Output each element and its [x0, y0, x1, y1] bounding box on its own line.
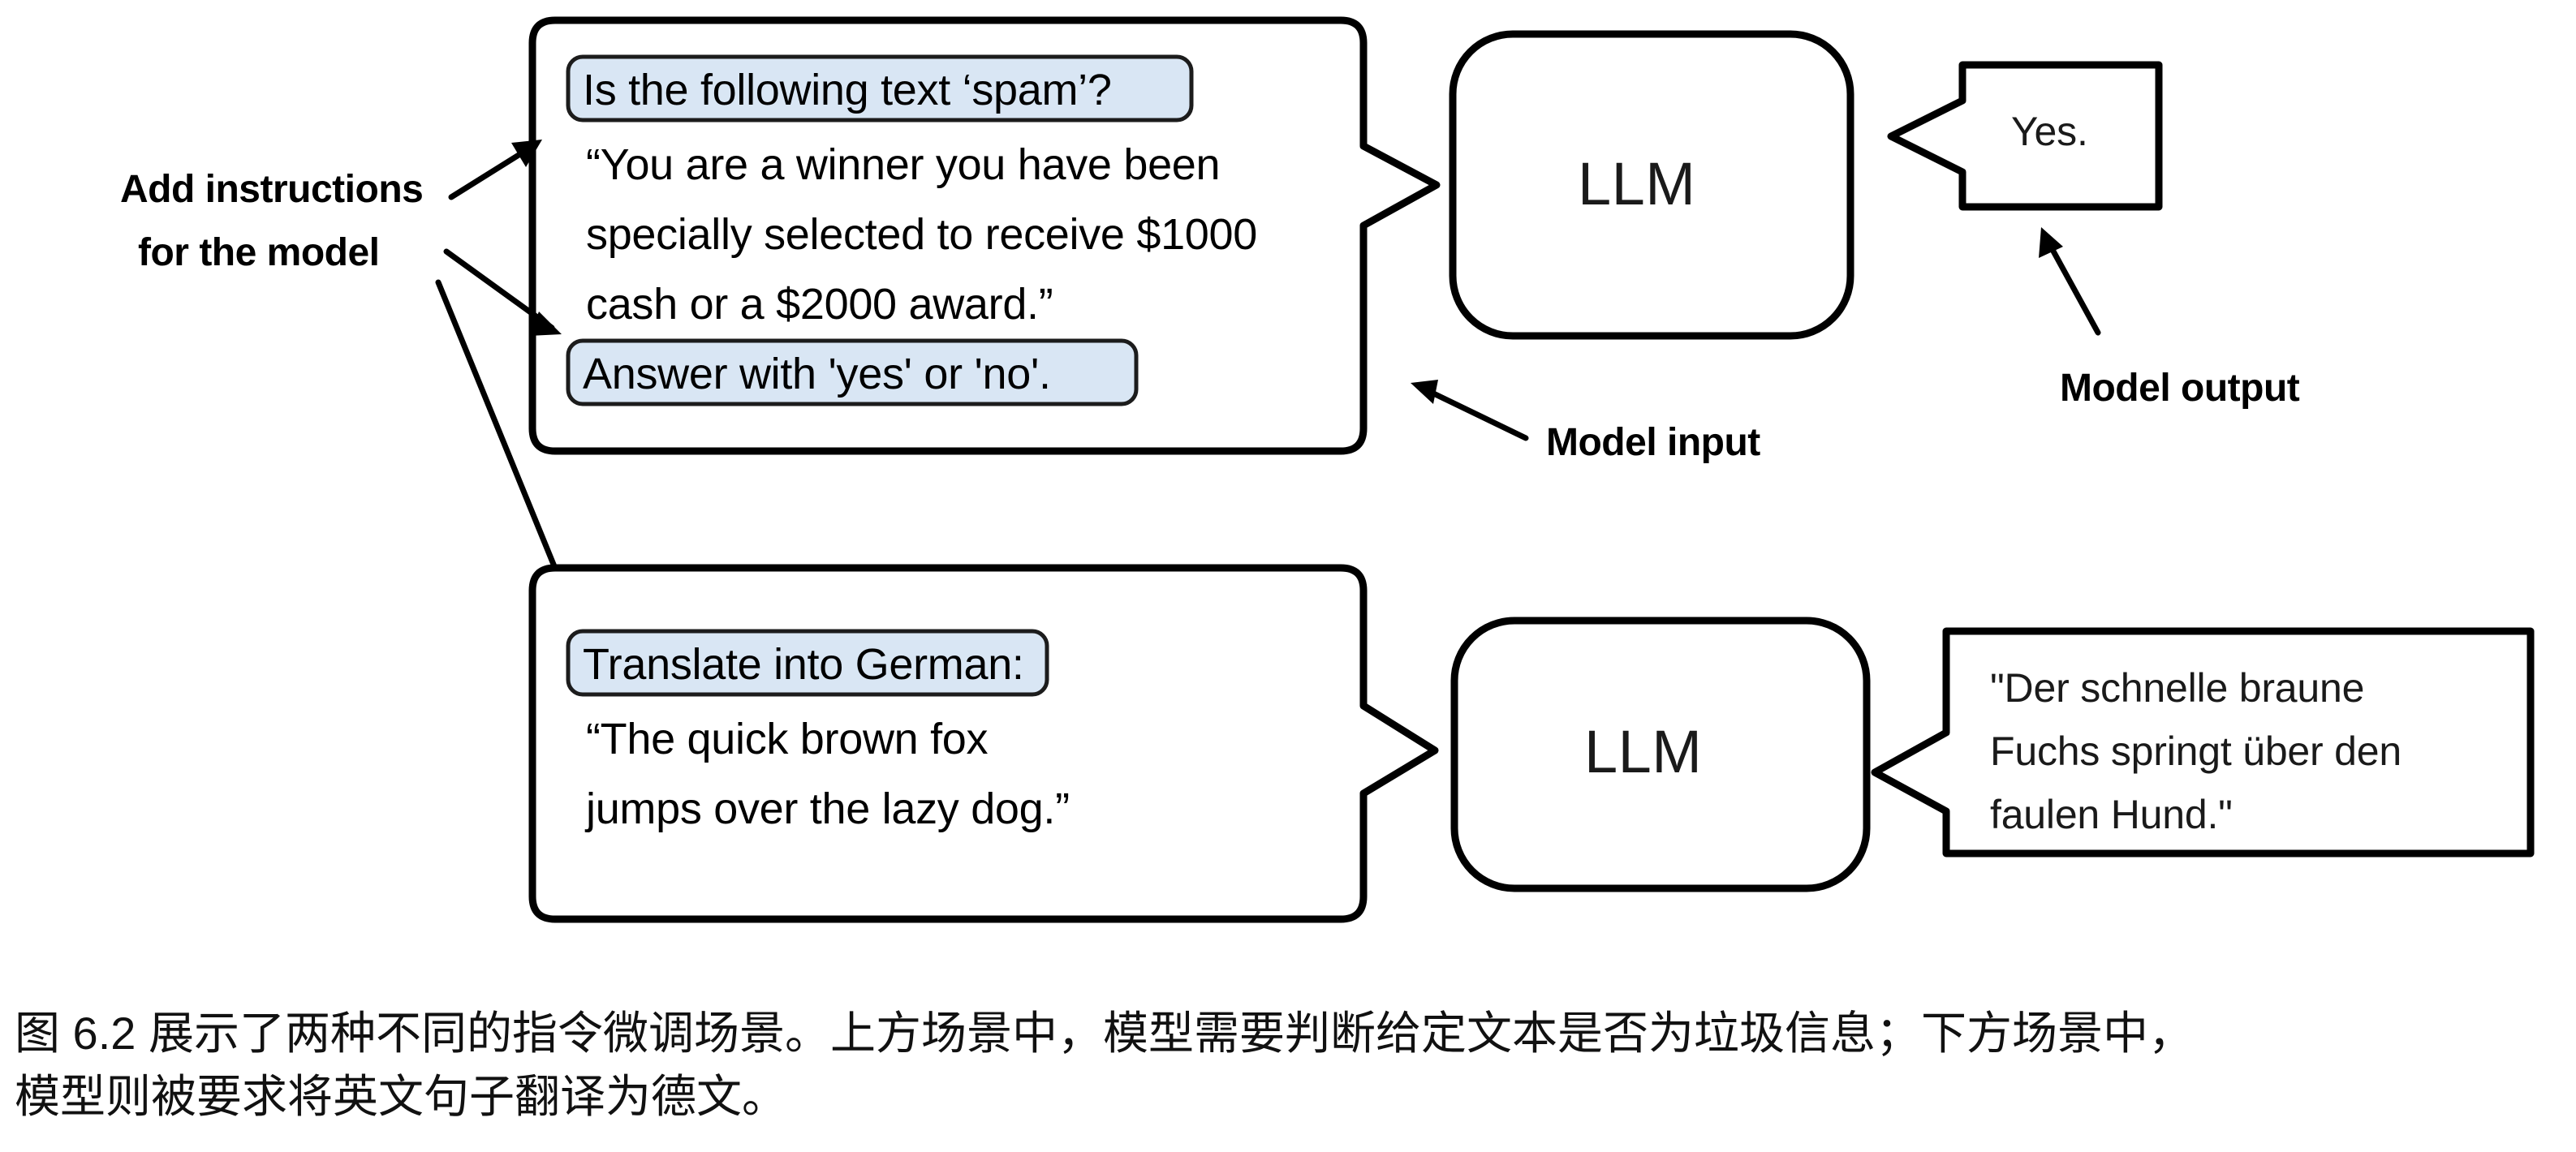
instruction-chip-top	[566, 54, 1194, 123]
prompt-body-line-top-3: cash or a $2000 award.”	[586, 280, 1053, 329]
format-chip-text-top: Answer with 'yes' or 'no'.	[583, 350, 1051, 398]
model-output-text-top: Yes.	[2011, 109, 2088, 154]
model-output-bubble-bottom	[1871, 627, 2535, 858]
model-output-text-bottom-1: "Der schnelle braune	[1990, 665, 2365, 711]
format-chip-top	[566, 338, 1139, 406]
prompt-body-line-top-2: specially selected to receive $1000	[586, 210, 1258, 259]
instruction-chip-text-bottom: Translate into German:	[583, 640, 1024, 689]
llm-box-top	[1449, 30, 1854, 340]
llm-label-top: LLM	[1578, 150, 1696, 217]
figure-caption-line-2: 模型则被要求将英文句子翻译为德文。	[15, 1071, 787, 1122]
llm-label-bottom: LLM	[1584, 718, 1703, 785]
arrow-model-input-label	[1411, 380, 1529, 441]
arrow-model-output-label	[2039, 227, 2101, 336]
model-output-text-bottom-3: faulen Hund."	[1990, 792, 2233, 837]
arrow-to-format-chip-top	[443, 248, 562, 336]
llm-box-bottom	[1450, 617, 1871, 892]
prompt-body-line-top-1: “You are a winner you have been	[586, 140, 1221, 189]
add-instructions-label-line1: Add instructions	[120, 168, 424, 211]
model-output-text-bottom-2: Fuchs springt über den	[1990, 729, 2402, 774]
arrow-to-instruction-chip-top	[448, 140, 542, 200]
prompt-body-line-bottom-2: jumps over the lazy dog.”	[586, 784, 1070, 833]
model-input-label: Model input	[1546, 421, 1760, 464]
instruction-chip-text-top: Is the following text ‘spam’?	[583, 66, 1112, 114]
prompt-body-line-bottom-1: “The quick brown fox	[586, 715, 989, 763]
figure-caption-line-1: 图 6.2 展示了两种不同的指令微调场景。上方场景中，模型需要判断给定文本是否为…	[15, 1008, 2194, 1059]
model-output-bubble-top	[1887, 61, 2163, 211]
instruction-chip-bottom	[566, 629, 1049, 697]
add-instructions-label-line2: for the model	[138, 231, 380, 274]
figure-caption: 图 6.2 展示了两种不同的指令微调场景。上方场景中，模型需要判断给定文本是否为…	[15, 1002, 2571, 1128]
model-output-label: Model output	[2060, 367, 2300, 410]
